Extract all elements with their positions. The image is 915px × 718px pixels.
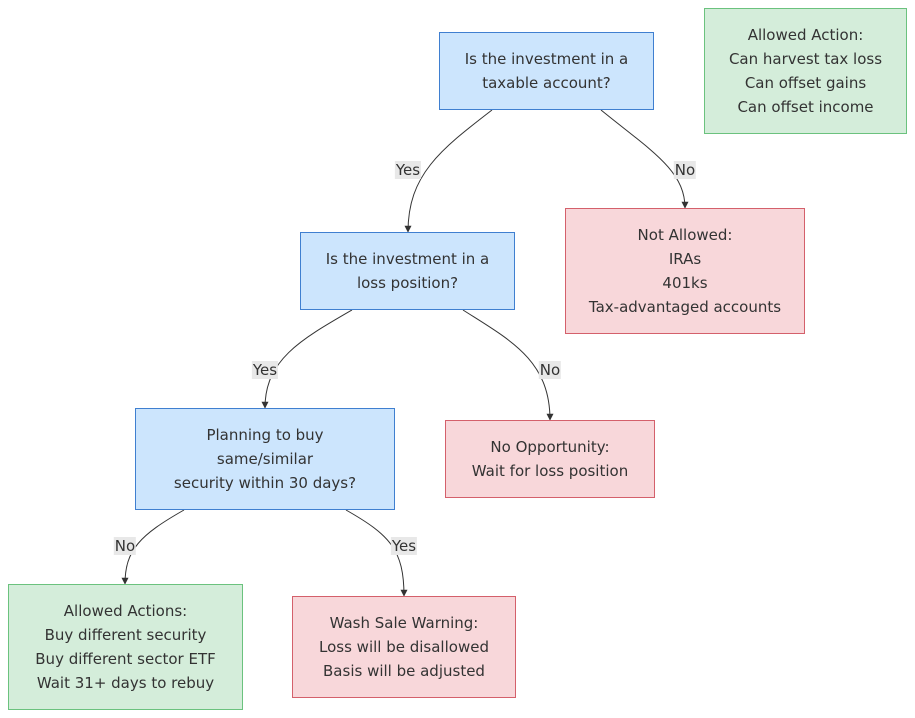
node-text-line: Basis will be adjusted [323,662,485,680]
node-text-line: security within 30 days? [173,474,357,492]
edge-label-no: No [673,161,697,179]
node-no-opportunity: No Opportunity: Wait for loss position [445,420,655,498]
node-text-line: Is the investment in a [325,250,490,268]
node-q2: Is the investment in a loss position? [300,232,515,310]
edge-label-no: No [538,361,562,379]
node-wash-sale: Wash Sale Warning: Loss will be disallowe… [292,596,516,698]
node-text-line: IRAs [668,250,702,268]
edge-q1-to-not-allowed [600,109,689,209]
node-text-line: Planning to buy [206,426,324,444]
node-text-line: same/similar [216,450,314,468]
node-text-line: Wait 31+ days to rebuy [36,674,215,692]
node-text-line: Tax-advantaged accounts [588,298,782,316]
node-text-line: Can offset gains [744,74,867,92]
node-text-line: Buy different security [44,626,207,644]
node-text-line: Wash Sale Warning: [329,614,479,632]
node-text-line: Not Allowed: [637,226,733,244]
edge-q2-to-no-opportunity [462,309,554,421]
edge-q3-to-allowed-actions [121,509,185,585]
node-text-line: Can offset income [737,98,874,116]
node-text-line: Wait for loss position [471,462,629,480]
node-text-line: Can harvest tax loss [728,50,883,68]
edge-label-no: No [113,537,137,555]
edge-label-yes: Yes [394,161,422,179]
node-text-line: No Opportunity: [490,438,610,456]
node-text-line: loss position? [356,274,459,292]
node-text-line: Allowed Actions: [63,602,188,620]
edge-label-yes: Yes [251,361,279,379]
edge-q2-to-q3 [261,309,353,409]
node-text-line: Is the investment in a [464,50,629,68]
node-q3: Planning to buy same/similar security with… [135,408,395,510]
node-text-line: 401ks [662,274,708,292]
node-q1: Is the investment in a taxable account? [439,32,654,110]
node-text-line: Loss will be disallowed [319,638,489,656]
node-text-line: taxable account? [482,74,611,92]
edge-label-yes: Yes [390,537,418,555]
edge-q1-to-q2 [404,109,493,233]
node-text-line: Buy different sector ETF [35,650,216,668]
node-text-line: Allowed Action: [747,26,864,44]
